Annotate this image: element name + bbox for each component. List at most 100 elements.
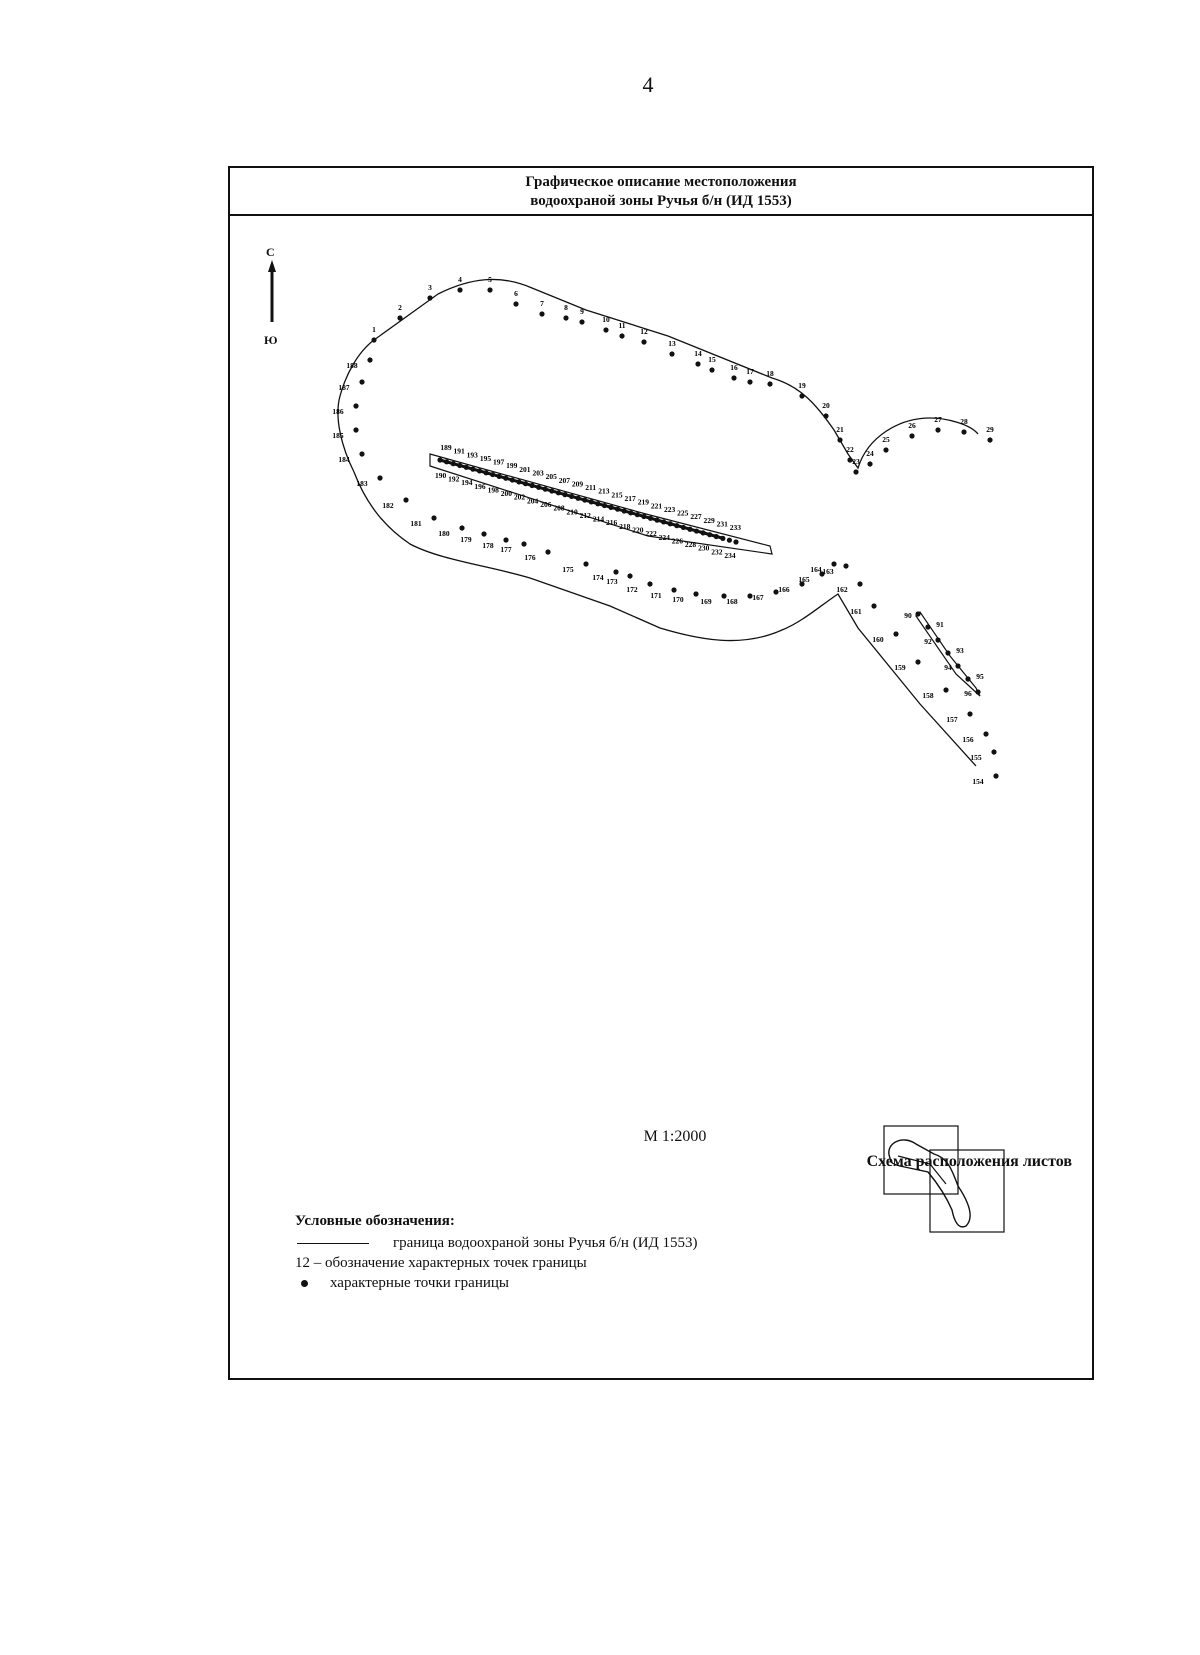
outer-point-label-13: 13 bbox=[668, 339, 676, 348]
inner-point-206 bbox=[549, 488, 555, 494]
outer-point-label-24: 24 bbox=[866, 449, 874, 458]
outer-point-label-169: 169 bbox=[700, 597, 712, 606]
inner-point-label-225: 225 bbox=[677, 509, 689, 518]
inner-point-label-195: 195 bbox=[480, 454, 492, 463]
outer-point-label-167: 167 bbox=[752, 593, 764, 602]
inner-point-label-214: 214 bbox=[593, 515, 605, 524]
water-zone-outline-icon bbox=[888, 1139, 971, 1228]
inner-point-201 bbox=[516, 479, 522, 485]
outer-point-label-26: 26 bbox=[908, 421, 916, 430]
outer-point-17 bbox=[747, 379, 753, 385]
outer-point-169 bbox=[721, 593, 727, 599]
inner-point-217 bbox=[621, 508, 627, 514]
outer-point-label-14: 14 bbox=[694, 349, 702, 358]
outer-point-24 bbox=[867, 461, 873, 467]
outer-point-10 bbox=[603, 327, 609, 333]
inner-point-label-211: 211 bbox=[585, 483, 596, 492]
inner-point-223 bbox=[661, 519, 667, 525]
outer-point-2 bbox=[397, 315, 403, 321]
inner-point-label-215: 215 bbox=[611, 490, 623, 499]
outer-point-9 bbox=[579, 319, 585, 325]
inner-point-label-232: 232 bbox=[711, 547, 723, 556]
outer-point-165 bbox=[819, 571, 825, 577]
outer-point-label-164: 164 bbox=[810, 565, 822, 574]
point-dot-icon bbox=[301, 1279, 308, 1287]
outer-point-label-184: 184 bbox=[338, 455, 350, 464]
sheet-title: Графическое описание местоположения водо… bbox=[230, 168, 1092, 216]
outer-point-185 bbox=[353, 427, 359, 433]
inner-point-234 bbox=[733, 539, 739, 545]
inner-point-label-234: 234 bbox=[724, 551, 736, 560]
outer-point-25 bbox=[883, 447, 889, 453]
inner-point-label-205: 205 bbox=[546, 472, 558, 481]
outer-point-label-176: 176 bbox=[524, 553, 536, 562]
outer-point-14 bbox=[695, 361, 701, 367]
sheet-layout-scheme bbox=[883, 1125, 1005, 1233]
outer-point-label-15: 15 bbox=[708, 355, 716, 364]
outer-point-15 bbox=[709, 367, 715, 373]
inner-point-221 bbox=[647, 515, 654, 521]
right-point-label-93: 93 bbox=[956, 646, 964, 655]
outer-point-18 bbox=[767, 381, 773, 387]
inner-point-203 bbox=[529, 482, 535, 489]
outer-point-label-172: 172 bbox=[626, 585, 638, 594]
outer-point-157 bbox=[967, 711, 973, 717]
outer-point-159 bbox=[915, 659, 921, 665]
inner-point-label-197: 197 bbox=[493, 458, 505, 467]
outer-point-27 bbox=[935, 427, 941, 433]
outer-point-16 bbox=[731, 375, 737, 381]
outer-boundary-line-lower bbox=[353, 471, 977, 767]
inner-point-label-219: 219 bbox=[638, 498, 650, 507]
outer-point-label-165: 165 bbox=[798, 575, 810, 584]
boundary-line-symbol bbox=[297, 1242, 369, 1244]
outer-point-182 bbox=[403, 497, 409, 503]
outer-point-label-9: 9 bbox=[580, 307, 584, 316]
outer-point-13 bbox=[669, 351, 675, 357]
inner-point-label-194: 194 bbox=[461, 478, 473, 487]
outer-point-186 bbox=[353, 403, 359, 409]
inner-point-label-208: 208 bbox=[553, 504, 565, 513]
outer-point-label-161: 161 bbox=[850, 607, 862, 616]
right-point-93 bbox=[945, 650, 951, 656]
inner-point-label-226: 226 bbox=[672, 536, 684, 545]
outer-point-1 bbox=[371, 337, 377, 343]
outer-point-156 bbox=[983, 731, 989, 737]
inner-point-204 bbox=[536, 484, 542, 490]
outer-point-20 bbox=[823, 413, 829, 419]
outer-point-label-22: 22 bbox=[846, 445, 854, 454]
north-label: С bbox=[266, 245, 275, 259]
outer-point-label-19: 19 bbox=[798, 381, 806, 390]
outer-point-155 bbox=[991, 749, 997, 755]
outer-point-6 bbox=[513, 301, 519, 307]
outer-point-label-177: 177 bbox=[500, 545, 512, 554]
outer-point-22 bbox=[847, 457, 853, 463]
outer-point-178 bbox=[503, 537, 509, 543]
inner-point-193 bbox=[463, 464, 469, 470]
legend: Условные обозначения: граница водоохрано… bbox=[295, 1211, 698, 1293]
inner-point-label-192: 192 bbox=[448, 474, 460, 483]
inner-point-label-227: 227 bbox=[690, 512, 702, 521]
inner-point-189 bbox=[437, 457, 443, 463]
outer-point-label-2: 2 bbox=[398, 303, 402, 312]
outer-point-19 bbox=[799, 393, 805, 399]
outer-point-label-25: 25 bbox=[882, 435, 890, 444]
outer-point-label-27: 27 bbox=[934, 415, 942, 424]
outer-point-label-23: 23 bbox=[852, 457, 860, 466]
outer-point-161 bbox=[871, 603, 877, 609]
inner-point-226 bbox=[680, 524, 686, 531]
outer-point-label-183: 183 bbox=[356, 479, 368, 488]
outer-point-8 bbox=[563, 315, 569, 321]
inner-channel-thick-line bbox=[439, 458, 723, 540]
inner-point-label-217: 217 bbox=[625, 494, 637, 503]
right-point-92 bbox=[935, 637, 941, 643]
outer-point-label-4: 4 bbox=[458, 275, 462, 284]
inner-point-199 bbox=[503, 475, 509, 481]
inner-point-197 bbox=[490, 471, 496, 478]
sheet-layout-title: Схема расположения листов bbox=[866, 1153, 1072, 1170]
legend-point-number-row: 12 – обозначение характерных точек грани… bbox=[295, 1253, 698, 1273]
inner-point-label-230: 230 bbox=[698, 544, 710, 553]
inner-point-label-216: 216 bbox=[606, 518, 618, 527]
right-point-95 bbox=[965, 676, 971, 682]
page-number: 4 bbox=[642, 72, 654, 97]
outer-point-180 bbox=[459, 525, 465, 531]
